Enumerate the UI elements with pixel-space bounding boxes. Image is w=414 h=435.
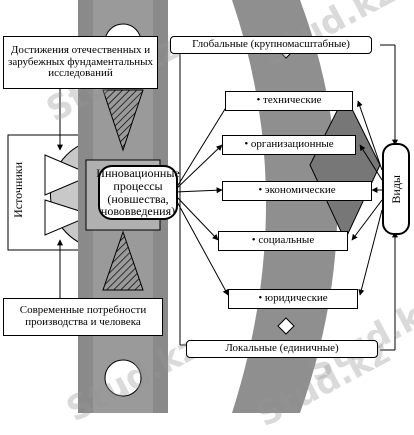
local-innovations-box: Локальные (единичные) (186, 340, 378, 358)
sources-ray-upper (44, 154, 94, 196)
column-triangle-up (102, 89, 144, 152)
type-item-legal: • юридические (228, 289, 358, 309)
sources-label-box: Источники (6, 130, 30, 250)
small-diamond-bottom (277, 317, 295, 335)
type-item-social: • социальные (218, 231, 348, 251)
sources-label: Источники (10, 162, 25, 218)
column-triangle-down (102, 230, 144, 291)
type-item-organizational: • организационные (222, 135, 356, 155)
global-innovations-box: Глобальные (крупномасштабные) (170, 36, 372, 54)
modern-needs-box: Современные потребности производства и ч… (3, 298, 163, 336)
types-box: Виды (382, 143, 410, 235)
column-hole-bottom (104, 359, 142, 397)
type-item-technical: • технические (225, 91, 353, 111)
type-item-economic: • экономические (222, 181, 372, 201)
sources-ray-lower (44, 199, 94, 236)
research-achievements-box: Достижения отечественных и зарубежных фу… (3, 36, 158, 89)
connectors (57, 44, 398, 351)
types-label: Виды (388, 174, 403, 204)
innovation-processes-box: Инновационные процессы (новшества, новов… (96, 165, 180, 220)
